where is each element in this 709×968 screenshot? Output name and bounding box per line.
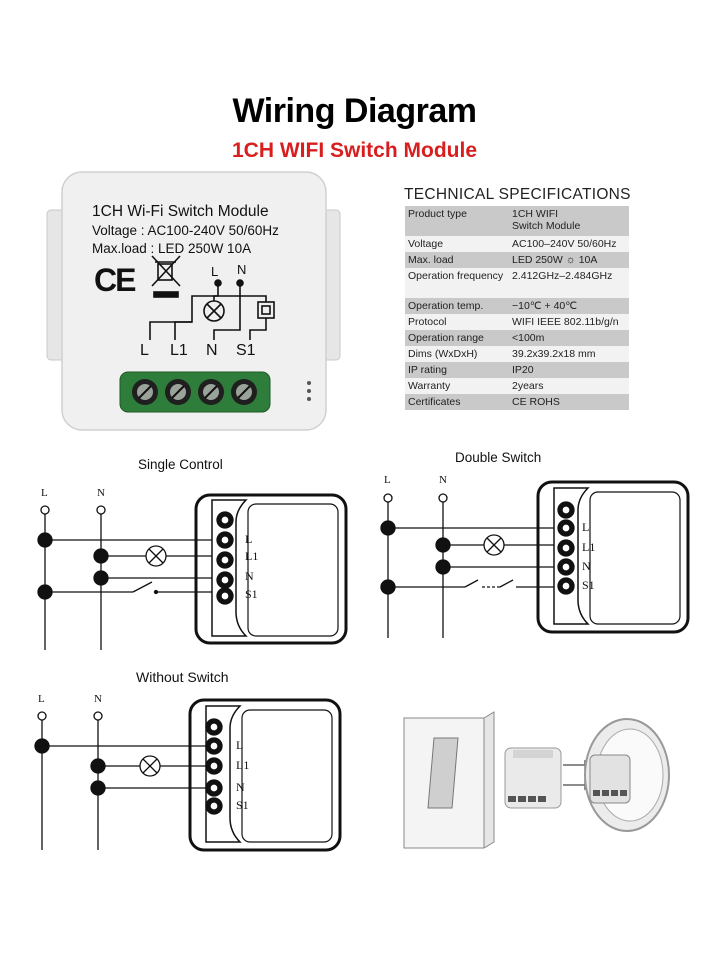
spec-value: CE ROHS bbox=[509, 394, 629, 410]
spec-value: 2years bbox=[509, 378, 629, 394]
without-L-label: L bbox=[38, 693, 45, 705]
module-terminal-N-top: N bbox=[237, 262, 247, 277]
spec-value: AC100–240V 50/60Hz bbox=[509, 236, 629, 252]
double-term-N: N bbox=[582, 559, 591, 573]
spec-value-main: LED 250W bbox=[512, 254, 563, 266]
single-N-label: N bbox=[97, 487, 105, 499]
module-body bbox=[61, 171, 327, 431]
module-name: 1CH Wi-Fi Switch Module bbox=[92, 203, 269, 220]
single-term-S1: S1 bbox=[245, 587, 258, 601]
spec-key: Certificates bbox=[405, 394, 509, 410]
without-switch-label: Without Switch bbox=[136, 669, 229, 685]
module-led-dots bbox=[307, 381, 311, 401]
without-term-L1: L1 bbox=[236, 758, 250, 772]
spec-value: −10℃ + 40℃ bbox=[509, 298, 629, 314]
spec-row: Dims (WxDxH)39.2x39.2x18 mm bbox=[405, 346, 629, 362]
page-subtitle: 1CH WIFI Switch Module bbox=[232, 139, 477, 162]
double-term-L: L bbox=[582, 520, 590, 534]
weee-bin-icon bbox=[151, 255, 181, 298]
spec-value: WIFI IEEE 802.11b/g/n bbox=[509, 314, 629, 330]
spec-key: Protocol bbox=[405, 314, 509, 330]
spec-value: 2.412GHz–2.484GHz bbox=[509, 268, 629, 298]
single-term-L1: L1 bbox=[245, 549, 259, 563]
spec-key: Warranty bbox=[405, 378, 509, 394]
without-N-label: N bbox=[94, 693, 102, 705]
double-L-label: L bbox=[384, 474, 391, 486]
module-schematic bbox=[149, 279, 275, 340]
module-terminal-N: N bbox=[206, 342, 218, 359]
spec-key: Operation range bbox=[405, 330, 509, 346]
module-terminal-L: L bbox=[140, 342, 149, 359]
spec-value: 1CH WIFI Switch Module bbox=[509, 206, 629, 236]
spec-key: IP rating bbox=[405, 362, 509, 378]
module-screws bbox=[132, 379, 257, 405]
single-control-diagram bbox=[37, 493, 348, 650]
small-module bbox=[504, 747, 562, 809]
spec-key: Operation temp. bbox=[405, 298, 509, 314]
module-maxload: Max.load : LED 250W 10A bbox=[92, 241, 252, 256]
double-switch-diagram bbox=[380, 480, 690, 638]
double-term-S1: S1 bbox=[582, 578, 595, 592]
spec-key: Operation frequency bbox=[405, 268, 509, 298]
module-terminal-L1: L1 bbox=[170, 342, 188, 359]
spec-key: Voltage bbox=[405, 236, 509, 252]
spec-value: <100m bbox=[509, 330, 629, 346]
wall-switch-rocker bbox=[427, 737, 459, 809]
single-term-N: N bbox=[245, 569, 254, 583]
single-L-label: L bbox=[41, 487, 48, 499]
module-voltage: Voltage : AC100-240V 50/60Hz bbox=[92, 223, 279, 238]
sun-icon: ☼ bbox=[565, 254, 576, 266]
spec-value: 39.2x39.2x18 mm bbox=[509, 346, 629, 362]
spec-value: LED 250W ☼ 10A bbox=[509, 252, 629, 268]
single-control-label: Single Control bbox=[138, 457, 223, 472]
without-switch-diagram bbox=[34, 698, 342, 852]
double-N-label: N bbox=[439, 474, 447, 486]
without-term-N: N bbox=[236, 780, 245, 794]
spec-key: Max. load bbox=[405, 252, 509, 268]
double-switch-label: Double Switch bbox=[455, 450, 542, 465]
spec-value: IP20 bbox=[509, 362, 629, 378]
specs-heading: TECHNICAL SPECIFICATIONS bbox=[404, 186, 631, 203]
double-term-L1: L1 bbox=[582, 540, 596, 554]
spec-key: Product type bbox=[405, 206, 509, 236]
without-term-S1: S1 bbox=[236, 798, 249, 812]
installation-illustration bbox=[403, 711, 670, 849]
spec-row: Operation range<100m bbox=[405, 330, 629, 346]
page-title: Wiring Diagram bbox=[232, 92, 477, 130]
without-term-L: L bbox=[236, 738, 244, 752]
spec-row: Operation temp.−10℃ + 40℃ bbox=[405, 298, 629, 314]
spec-key: Dims (WxDxH) bbox=[405, 346, 509, 362]
spec-value-extra: 10A bbox=[578, 254, 598, 266]
module-terminal-L-top: L bbox=[211, 264, 219, 279]
ce-mark: CE bbox=[94, 262, 136, 298]
module-terminal-S1: S1 bbox=[236, 342, 256, 359]
single-term-L: L bbox=[245, 532, 253, 546]
module-terminal-block bbox=[119, 371, 271, 413]
